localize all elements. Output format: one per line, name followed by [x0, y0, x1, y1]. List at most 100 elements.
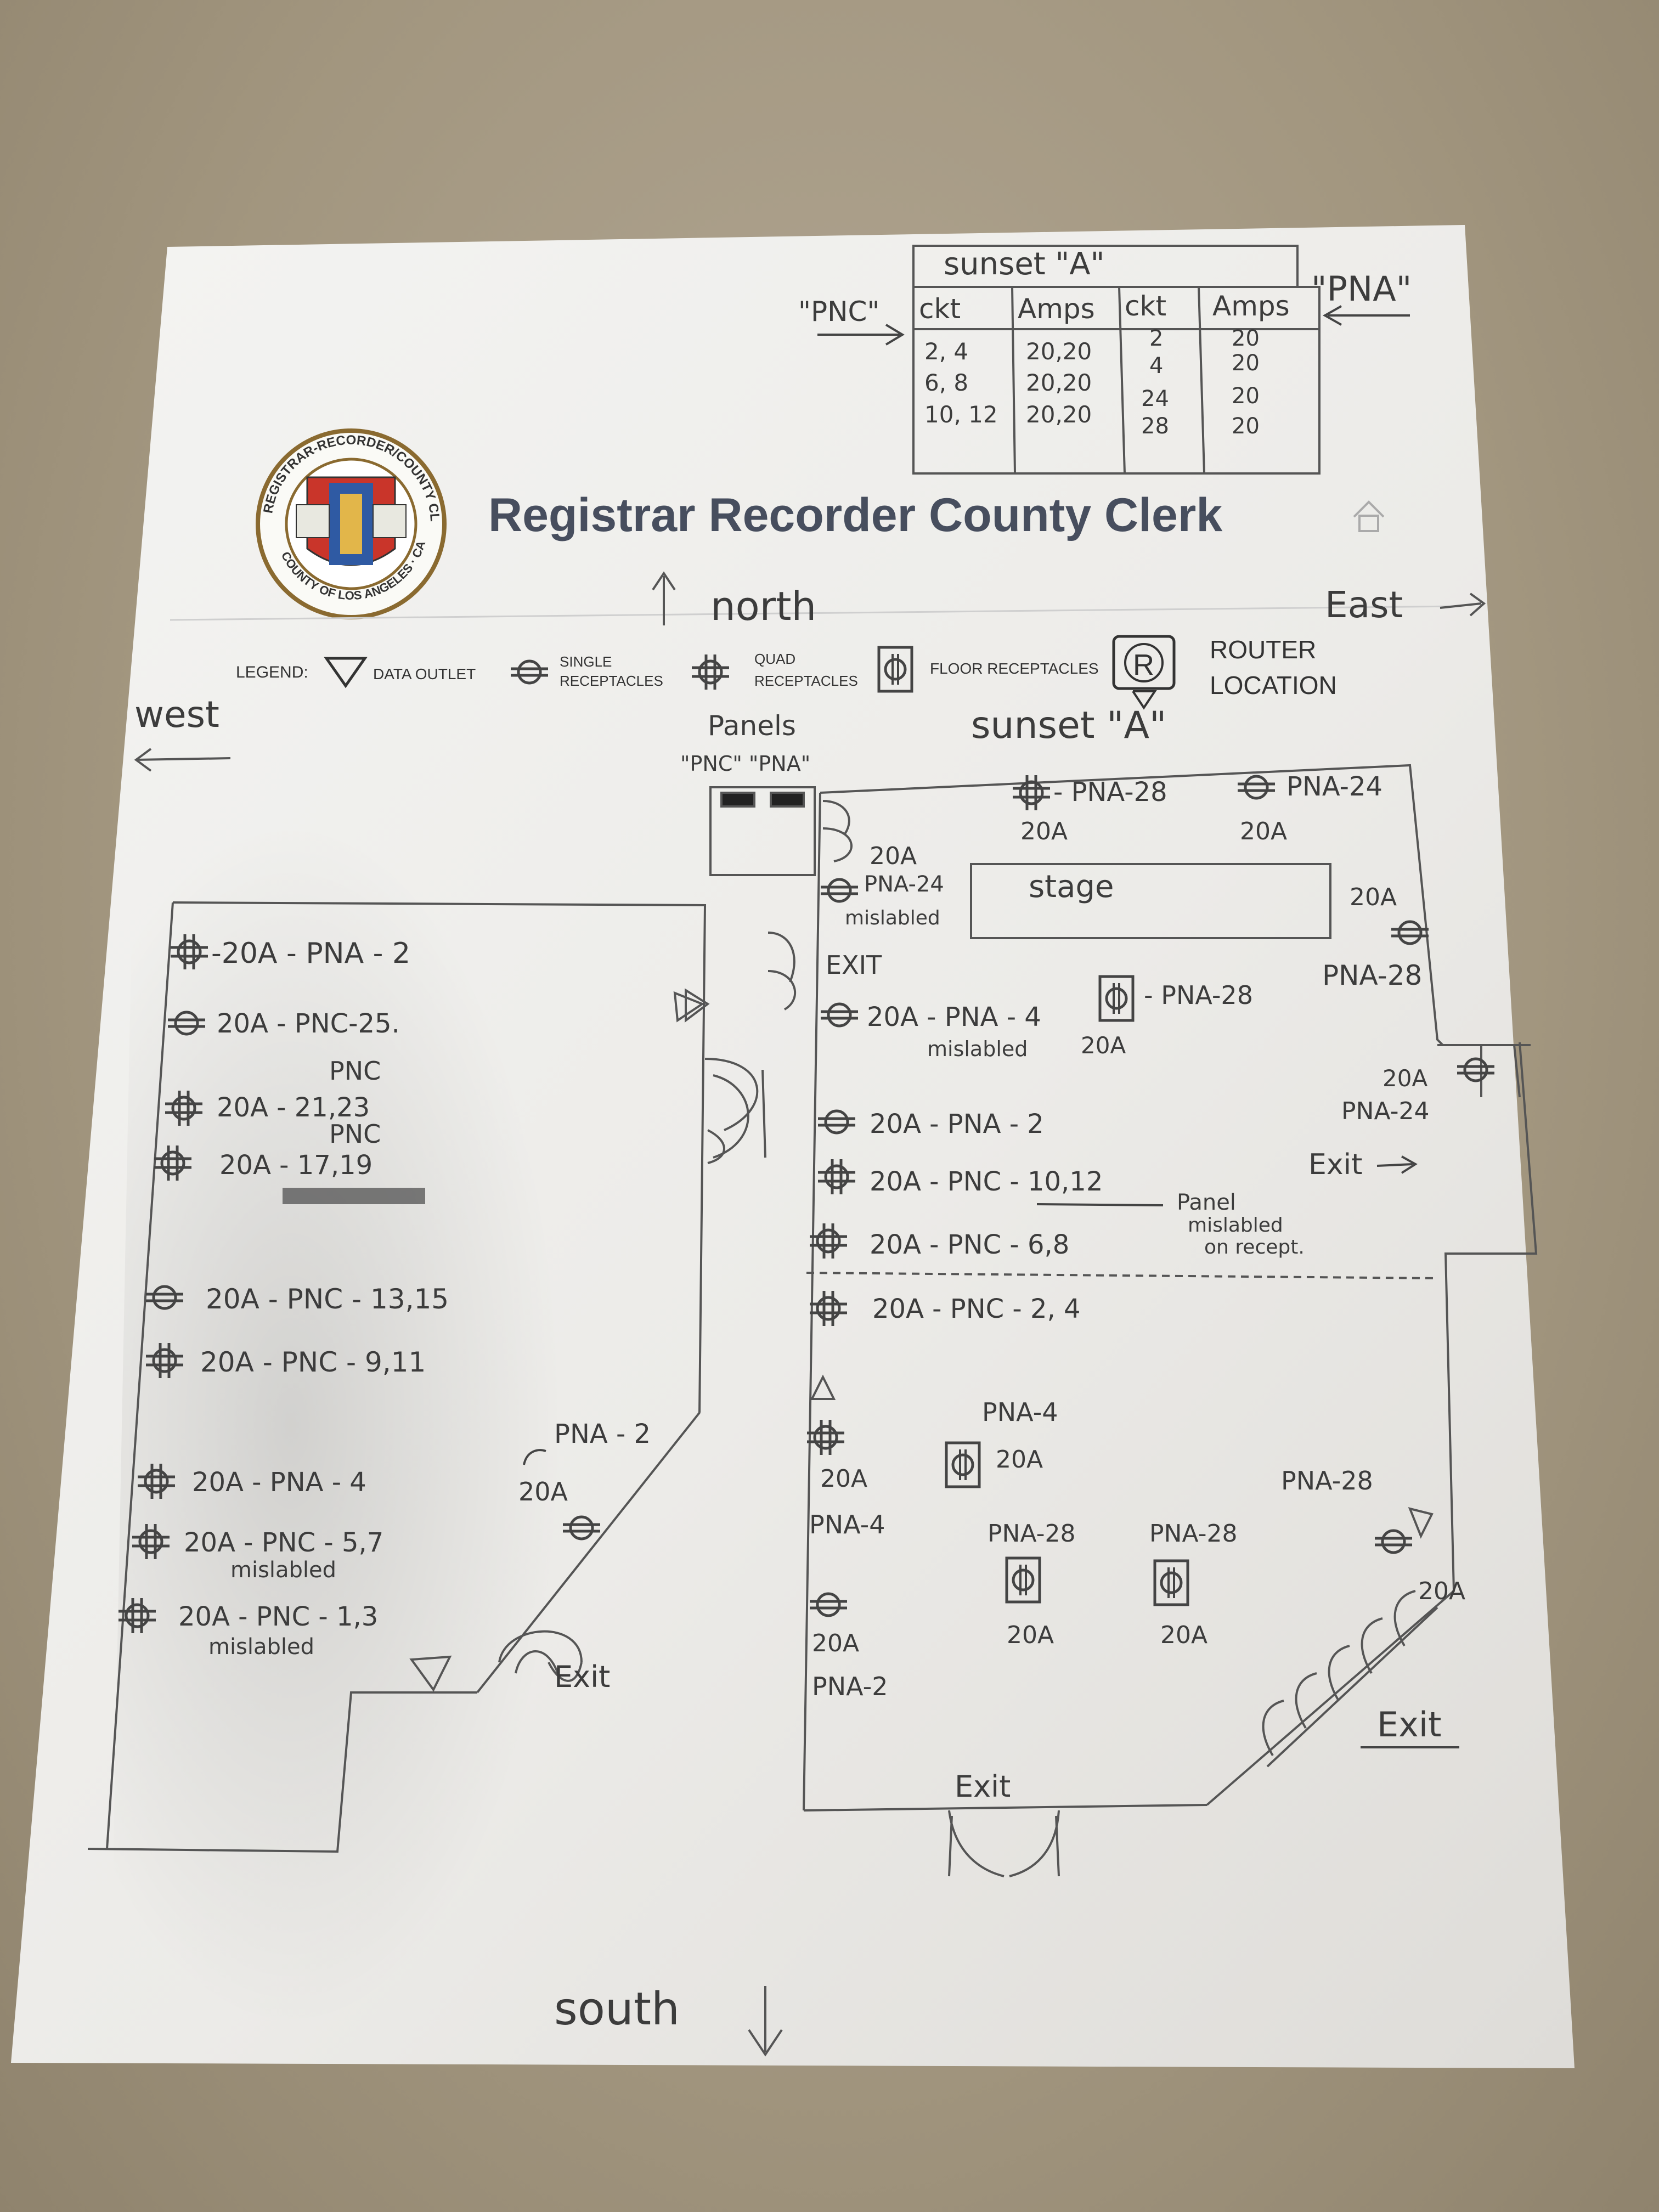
west-label-3: PNC: [329, 1056, 381, 1086]
east-exit-se: Exit: [1377, 1705, 1441, 1745]
header-ckt-2: ckt: [1125, 290, 1166, 322]
east-label-22: 20A - PNC - 2, 4: [872, 1294, 1081, 1324]
east-label-17: 20A - PNC - 10,12: [870, 1166, 1103, 1197]
west-label-13: mislabled: [208, 1634, 314, 1660]
east-label-4: 20A: [1240, 817, 1287, 845]
panels-sub-label: "PNC" "PNA": [680, 752, 810, 776]
legend-floor: FLOOR RECEPTACLES: [930, 660, 1099, 677]
east-label-5: 20A: [870, 842, 917, 870]
east-label-31: 20A: [1160, 1621, 1207, 1649]
west-label-11: mislabled: [230, 1558, 336, 1583]
cell-c1-r3: 10, 12: [924, 401, 998, 428]
cell-c1-r2: 6, 8: [924, 369, 968, 396]
west-label-7: 20A - PNC - 13,15: [206, 1283, 449, 1315]
sunset-a-label: sunset "A": [971, 704, 1166, 747]
east-label-15: PNA-24: [1341, 1097, 1429, 1125]
east-label-12: - PNA-28: [1144, 980, 1253, 1010]
west-exit-label: Exit: [554, 1660, 610, 1694]
east-label-16: 20A - PNA - 2: [870, 1109, 1044, 1139]
west-label-14: PNA - 2: [554, 1419, 651, 1449]
cell-c3-r2: 4: [1149, 353, 1163, 379]
east-label-20: on recept.: [1204, 1236, 1305, 1259]
header-amps-2: Amps: [1212, 290, 1290, 322]
west-label-12: 20A - PNC - 1,3: [178, 1601, 378, 1632]
east-label-33: 20A: [812, 1629, 859, 1657]
east-label-1: - PNA-28: [1053, 777, 1167, 808]
cell-c2-r1: 20,20: [1026, 338, 1092, 365]
label-west: west: [134, 693, 219, 736]
label-east: East: [1325, 584, 1403, 626]
west-arrow: [523, 1449, 546, 1465]
scribbled-out-text: [283, 1188, 425, 1204]
east-label-34: PNA-2: [812, 1672, 888, 1701]
cell-c3-r3: 24: [1141, 386, 1169, 411]
cell-c3-r4: 28: [1141, 414, 1169, 439]
header-rule: [170, 605, 1460, 621]
label-north: north: [710, 583, 816, 629]
cell-c4-r3: 20: [1232, 383, 1260, 409]
east-label-30: 20A: [1007, 1621, 1054, 1649]
west-label-4: 20A - 21,23: [217, 1092, 370, 1123]
east-exit-1: EXIT: [826, 950, 882, 980]
west-label-15: 20A: [518, 1477, 568, 1506]
west-label-8: 20A - PNC - 9,11: [200, 1346, 426, 1378]
east-label-11: mislabled: [927, 1037, 1028, 1061]
east-label-7: mislabled: [845, 907, 940, 929]
east-label-13: 20A: [1081, 1032, 1126, 1059]
east-label-26: PNA-4: [809, 1510, 885, 1539]
circuit-table: sunset "A" "PNC" "PNA" ckt Amps ckt Amps…: [798, 245, 1412, 475]
east-label-32: 20A: [1418, 1577, 1465, 1605]
east-label-21: 20A - PNC - 6,8: [870, 1229, 1069, 1260]
legend-single-2: RECEPTACLES: [560, 673, 663, 689]
east-label-14: 20A: [1383, 1065, 1427, 1092]
home-icon: [1353, 500, 1385, 532]
east-label-6: PNA-24: [864, 872, 944, 897]
arrow-west: [137, 757, 231, 761]
east-label-23: PNA-4: [982, 1397, 1058, 1427]
legend-quad-2: RECEPTACLES: [754, 673, 858, 689]
west-label-6: 20A - 17,19: [219, 1150, 373, 1181]
east-label-29: PNA-28: [1281, 1466, 1373, 1496]
east-label-28: PNA-28: [1149, 1520, 1237, 1548]
cell-c4-r2: 20: [1232, 351, 1260, 376]
east-label-24: 20A: [996, 1446, 1043, 1474]
east-exit-east: Exit: [1308, 1148, 1362, 1181]
header-ckt-1: ckt: [919, 293, 961, 325]
stage-label: stage: [1029, 869, 1114, 905]
data-outlet-icon: [324, 657, 368, 689]
legend-label: LEGEND:: [236, 663, 308, 681]
header-amps-1: Amps: [1018, 293, 1095, 325]
legend-router-2: LOCATION: [1210, 671, 1337, 699]
east-label-10: 20A - PNA - 4: [867, 1002, 1041, 1032]
router-icon: [1112, 635, 1176, 690]
cell-c2-r2: 20,20: [1026, 369, 1092, 396]
cell-c4-r4: 20: [1232, 414, 1260, 439]
east-label-27: PNA-28: [988, 1520, 1075, 1548]
east-exit-south: Exit: [955, 1769, 1011, 1804]
legend-single-1: SINGLE: [560, 653, 612, 670]
mislabel-underline: [1036, 1203, 1164, 1206]
legend-quad-1: QUAD: [754, 651, 795, 667]
page-title: Registrar Recorder County Clerk: [488, 489, 1222, 541]
legend-router-1: ROUTER: [1210, 635, 1316, 664]
router-glyph: R: [1133, 648, 1154, 681]
east-label-8: 20A: [1350, 883, 1397, 911]
arrow-east: [1440, 602, 1482, 609]
west-label-1: -20A - PNA - 2: [211, 937, 410, 970]
east-label-19: mislabled: [1188, 1214, 1283, 1237]
east-label-2: 20A: [1020, 817, 1068, 845]
cell-c3-r1: 2: [1149, 326, 1163, 351]
west-room-outline: [87, 901, 766, 1853]
east-label-9: PNA-28: [1322, 960, 1422, 991]
legend: LEGEND: DATA OUTLET SINGLE RECEPTACLES Q…: [236, 635, 1337, 710]
table-title: sunset "A": [944, 246, 1104, 282]
table-pnc-label: "PNC": [798, 296, 879, 328]
label-south: south: [554, 1983, 680, 2035]
east-label-25: 20A: [820, 1465, 867, 1493]
west-label-10: 20A - PNC - 5,7: [184, 1527, 383, 1558]
table-pna-label: "PNA": [1311, 269, 1412, 309]
east-label-18: Panel: [1177, 1190, 1236, 1215]
panels-label: Panels: [708, 710, 796, 742]
cell-c1-r1: 2, 4: [924, 338, 968, 365]
